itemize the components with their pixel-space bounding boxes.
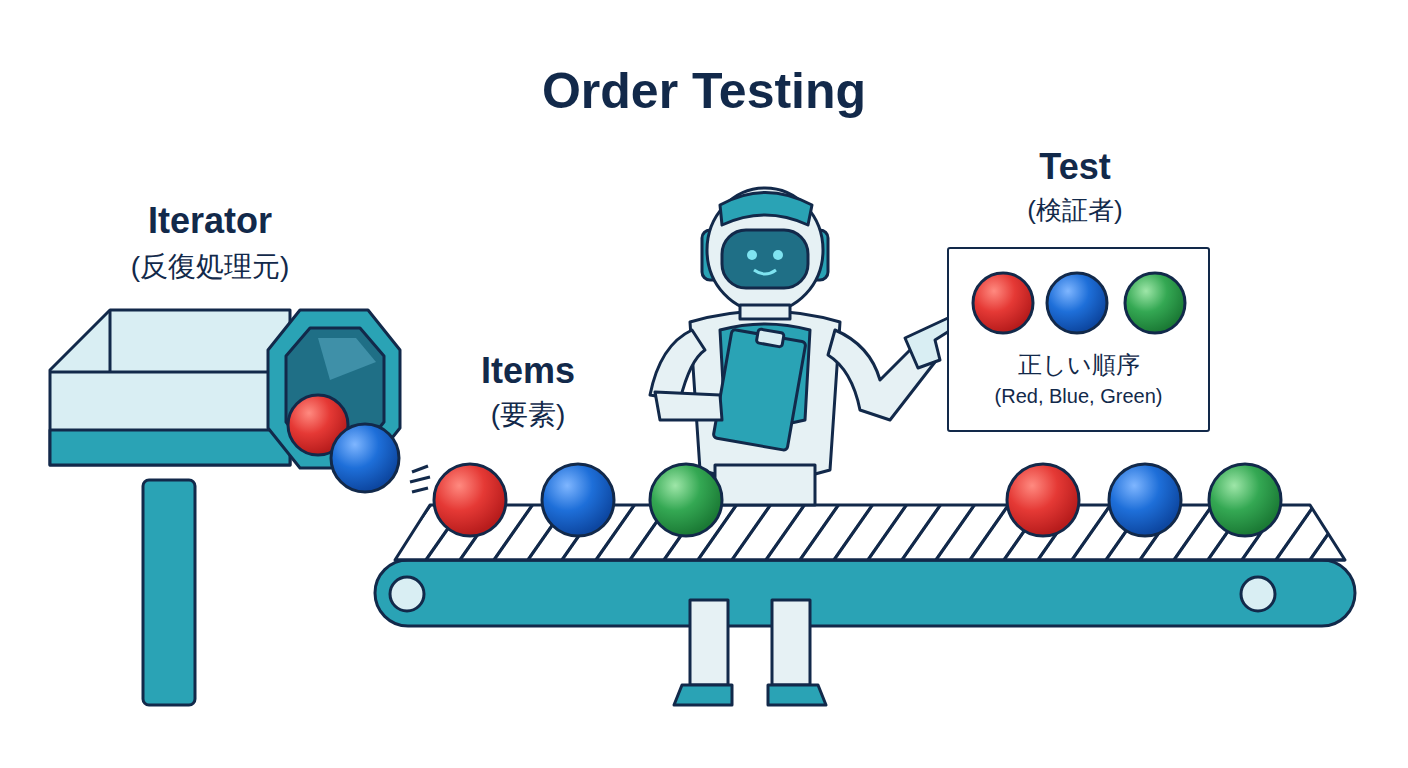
robot-head (707, 188, 823, 312)
part-label: (検証者) (1027, 193, 1122, 228)
part-label: Iterator (148, 200, 272, 242)
order-panel: 正しい順序 (Red, Blue, Green) (947, 247, 1210, 432)
part-label: (要素) (491, 396, 566, 434)
part-label: (反復処理元) (131, 248, 290, 286)
panel-text: 正しい順序 (949, 349, 1208, 381)
panel-ground (947, 247, 1210, 432)
clipboard (713, 329, 806, 450)
diagram-title: Order Testing (542, 62, 866, 120)
machine-body (50, 310, 290, 465)
conveyor-base (375, 560, 1355, 626)
part-label: Items (481, 350, 575, 392)
conveyor-belt (395, 505, 1345, 560)
panel-text: (Red, Blue, Green) (949, 385, 1208, 408)
machine-stand (143, 480, 195, 705)
part-label: Test (1039, 146, 1110, 188)
